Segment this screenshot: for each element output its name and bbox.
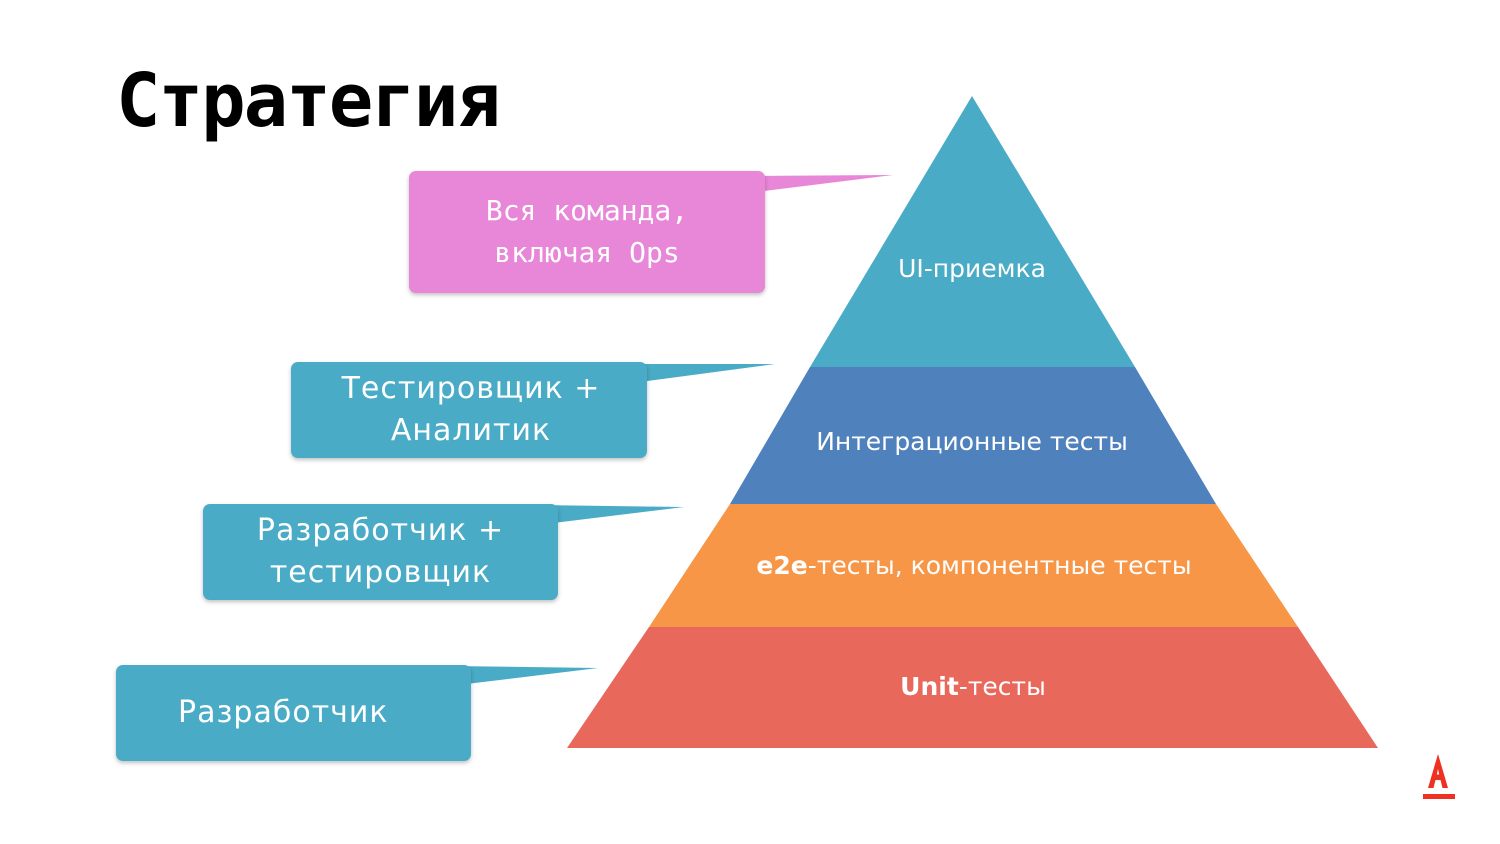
callout-whole-team: Вся команда, включая Ops bbox=[409, 171, 765, 293]
callout-pointer-dev bbox=[450, 666, 598, 686]
callout-whole-team-text: Вся команда, включая Ops bbox=[485, 194, 689, 269]
pyramid-tier-ui-acceptance bbox=[810, 96, 1135, 367]
tier-label-unit-tests: Unit-тесты bbox=[900, 672, 1046, 701]
tier-label-integration-tests: Интеграционные тесты bbox=[816, 427, 1128, 456]
callout-developer-tester: Разработчик + тестировщик bbox=[203, 504, 558, 600]
slide-title: Стратегия bbox=[116, 58, 501, 144]
callout-pointer-team bbox=[740, 175, 893, 194]
tier-label-ui-acceptance: UI-приемка bbox=[898, 254, 1046, 283]
callout-tester-analyst-text: Тестировщик + Аналитик bbox=[341, 371, 601, 448]
tier-label-e2e-bold: e2e bbox=[756, 551, 807, 580]
callout-developer: Разработчик bbox=[116, 665, 471, 761]
tier-label-e2e-rest: -тесты, компонентные тесты bbox=[808, 551, 1192, 580]
callout-pointer-tester bbox=[625, 364, 775, 384]
callout-developer-tester-text: Разработчик + тестировщик bbox=[256, 513, 505, 590]
alfa-bank-logo-icon bbox=[1423, 754, 1455, 799]
pyramid-tier-integration-tests bbox=[730, 367, 1216, 504]
tier-label-unit-rest: -тесты bbox=[959, 672, 1046, 701]
pyramid-tier-e2e-tests bbox=[649, 504, 1298, 627]
callout-developer-text: Разработчик bbox=[178, 695, 389, 730]
tier-label-unit-bold: Unit bbox=[900, 672, 959, 701]
pyramid-tier-unit-tests bbox=[567, 627, 1378, 748]
callout-tester-analyst: Тестировщик + Аналитик bbox=[291, 362, 647, 458]
tier-label-e2e-tests: e2e-тесты, компонентные тесты bbox=[756, 551, 1191, 580]
callout-pointer-dev-tester bbox=[537, 505, 684, 525]
